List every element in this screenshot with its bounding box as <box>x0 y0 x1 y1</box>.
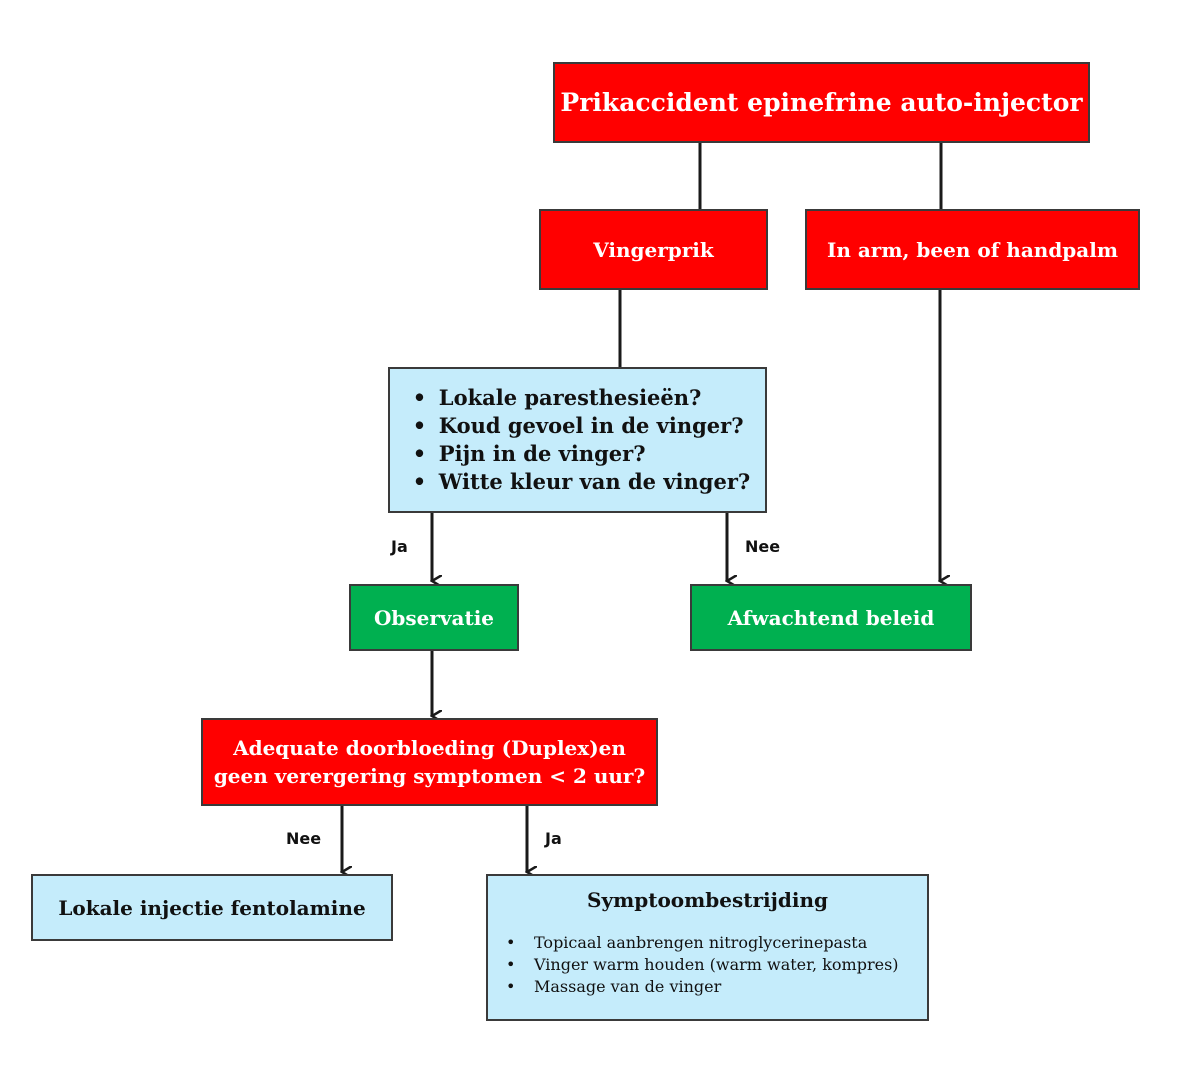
relief-item: Topicaal aanbrengen nitroglycerinepasta <box>500 932 927 954</box>
symptom-item: Witte kleur van de vinger? <box>405 468 750 496</box>
node-finger-label: Vingerprik <box>593 237 714 262</box>
symptom-item: Lokale paresthesieën? <box>405 384 750 412</box>
node-relief-title: Symptoombestrijding <box>587 888 828 912</box>
node-arm-label: In arm, been of handpalm <box>826 237 1118 262</box>
node-finger: Vingerprik <box>539 209 768 290</box>
edge-label-yes-2: Ja <box>545 829 562 848</box>
symptom-item: Koud gevoel in de vinger? <box>405 412 750 440</box>
edge-label-no-2: Nee <box>286 829 322 848</box>
relief-list: Topicaal aanbrengen nitroglycerinepasta … <box>500 932 927 998</box>
node-observation-label: Observatie <box>373 605 495 630</box>
node-root: Prikaccident epinefrine auto-injector <box>553 62 1090 143</box>
edge-label-yes-1: Ja <box>391 537 408 556</box>
node-perfusion-line-2: geen verergering symptomen < 2 uur? <box>213 764 646 788</box>
symptom-item: Pijn in de vinger? <box>405 440 750 468</box>
node-root-label: Prikaccident epinefrine auto-injector <box>560 88 1083 117</box>
node-wait-label: Afwachtend beleid <box>727 605 935 630</box>
node-symptoms: Lokale paresthesieën? Koud gevoel in de … <box>388 367 767 513</box>
symptom-list: Lokale paresthesieën? Koud gevoel in de … <box>405 384 750 496</box>
node-injection: Lokale injectie fentolamine <box>31 874 393 941</box>
relief-item: Massage van de vinger <box>500 976 927 998</box>
node-perfusion: Adequate doorbloeding (Duplex)en geen ve… <box>201 718 658 806</box>
node-arm: In arm, been of handpalm <box>805 209 1140 290</box>
edge-label-no-1: Nee <box>745 537 781 556</box>
node-observation: Observatie <box>349 584 519 651</box>
node-perfusion-line-1: Adequate doorbloeding (Duplex)en <box>233 736 626 760</box>
node-relief: Symptoombestrijding Topicaal aanbrengen … <box>486 874 929 1021</box>
node-injection-label: Lokale injectie fentolamine <box>58 895 366 920</box>
node-wait: Afwachtend beleid <box>690 584 972 651</box>
relief-item: Vinger warm houden (warm water, kompres) <box>500 954 927 976</box>
